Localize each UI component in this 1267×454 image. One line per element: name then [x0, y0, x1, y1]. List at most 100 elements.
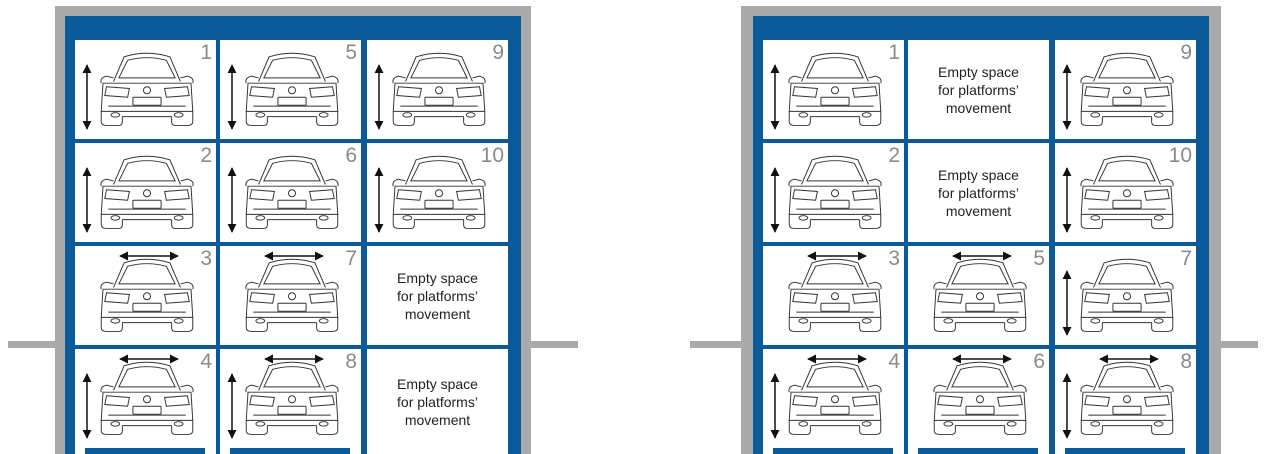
parking-platform-cell: 8 — [220, 349, 361, 454]
platform-number: 1 — [888, 42, 900, 63]
car-rear-icon — [1071, 151, 1183, 239]
car-rear-icon — [1071, 357, 1183, 445]
horizontal-movement-arrow-icon — [805, 353, 869, 365]
parking-platform-cell: 5 — [908, 246, 1049, 345]
platform-number: 4 — [200, 351, 212, 372]
car-rear-icon — [91, 151, 203, 239]
vertical-movement-arrow-icon — [1061, 62, 1073, 132]
parking-platform-cell: 5 — [220, 40, 361, 139]
platform-number: 7 — [1180, 248, 1192, 269]
vertical-movement-arrow-icon — [1061, 371, 1073, 441]
platform-number: 2 — [888, 145, 900, 166]
parking-platform-cell: 2 — [75, 143, 216, 242]
car-rear-icon — [236, 357, 348, 445]
car-rear-icon — [383, 48, 495, 136]
vertical-movement-arrow-icon — [373, 165, 385, 235]
vertical-movement-arrow-icon — [373, 62, 385, 132]
car-rear-icon — [1071, 48, 1183, 136]
parking-platform-cell: 1 — [763, 40, 904, 139]
platform-number: 2 — [200, 145, 212, 166]
platform-number: 8 — [345, 351, 357, 372]
parking-platform-cell: 2 — [763, 143, 904, 242]
platform-number: 6 — [345, 145, 357, 166]
car-rear-icon — [779, 151, 891, 239]
parking-platform-cell: 7 — [1055, 246, 1196, 345]
platform-number: 1 — [200, 42, 212, 63]
vertical-movement-arrow-icon — [81, 62, 93, 132]
parking-platform-cell: 1 — [75, 40, 216, 139]
parking-platform-cell: 4 — [763, 349, 904, 454]
horizontal-movement-arrow-icon — [117, 353, 181, 365]
horizontal-movement-arrow-icon — [805, 250, 869, 262]
platform-number: 6 — [1033, 351, 1045, 372]
platform-number: 3 — [888, 248, 900, 269]
platform-base-bar — [918, 448, 1038, 454]
parking-platform-cell: 3 — [75, 246, 216, 345]
parking-platform-cell: 9 — [367, 40, 508, 139]
parking-platform-cell: 6 — [220, 143, 361, 242]
car-rear-icon — [779, 254, 891, 342]
platform-number: 10 — [1169, 145, 1192, 166]
platform-number: 5 — [345, 42, 357, 63]
horizontal-movement-arrow-icon — [1097, 353, 1161, 365]
platform-base-bar — [230, 448, 350, 454]
car-rear-icon — [91, 357, 203, 445]
platform-number: 3 — [200, 248, 212, 269]
parking-platform-cell: 4 — [75, 349, 216, 454]
platform-base-bar — [1065, 448, 1185, 454]
vertical-movement-arrow-icon — [1061, 165, 1073, 235]
horizontal-movement-arrow-icon — [950, 250, 1014, 262]
parking-platform-cell: 7 — [220, 246, 361, 345]
parking-platform-cell: 10 — [367, 143, 508, 242]
platform-base-bar — [773, 448, 893, 454]
car-rear-icon — [236, 48, 348, 136]
vertical-movement-arrow-icon — [769, 62, 781, 132]
car-rear-icon — [1071, 254, 1183, 342]
car-rear-icon — [91, 48, 203, 136]
platform-number: 9 — [1180, 42, 1192, 63]
parking-platform-cell: 10 — [1055, 143, 1196, 242]
car-rear-icon — [779, 48, 891, 136]
car-rear-icon — [383, 151, 495, 239]
car-rear-icon — [924, 254, 1036, 342]
vertical-movement-arrow-icon — [769, 165, 781, 235]
horizontal-movement-arrow-icon — [950, 353, 1014, 365]
vertical-movement-arrow-icon — [226, 165, 238, 235]
horizontal-movement-arrow-icon — [262, 353, 326, 365]
parking-platform-cell: 3 — [763, 246, 904, 345]
car-rear-icon — [924, 357, 1036, 445]
car-rear-icon — [236, 151, 348, 239]
vertical-movement-arrow-icon — [81, 371, 93, 441]
vertical-movement-arrow-icon — [226, 371, 238, 441]
vertical-movement-arrow-icon — [1061, 268, 1073, 338]
parking-platform-cell: 8 — [1055, 349, 1196, 454]
platform-number: 10 — [481, 145, 504, 166]
car-rear-icon — [779, 357, 891, 445]
platform-number: 8 — [1180, 351, 1192, 372]
vertical-movement-arrow-icon — [769, 371, 781, 441]
platform-number: 9 — [492, 42, 504, 63]
vertical-movement-arrow-icon — [226, 62, 238, 132]
platform-number: 4 — [888, 351, 900, 372]
parking-platform-cell: 9 — [1055, 40, 1196, 139]
horizontal-movement-arrow-icon — [117, 250, 181, 262]
platform-number: 7 — [345, 248, 357, 269]
car-rear-icon — [91, 254, 203, 342]
parking-platform-cell: 6 — [908, 349, 1049, 454]
horizontal-movement-arrow-icon — [262, 250, 326, 262]
platform-base-bar — [85, 448, 205, 454]
car-rear-icon — [236, 254, 348, 342]
vertical-movement-arrow-icon — [81, 165, 93, 235]
